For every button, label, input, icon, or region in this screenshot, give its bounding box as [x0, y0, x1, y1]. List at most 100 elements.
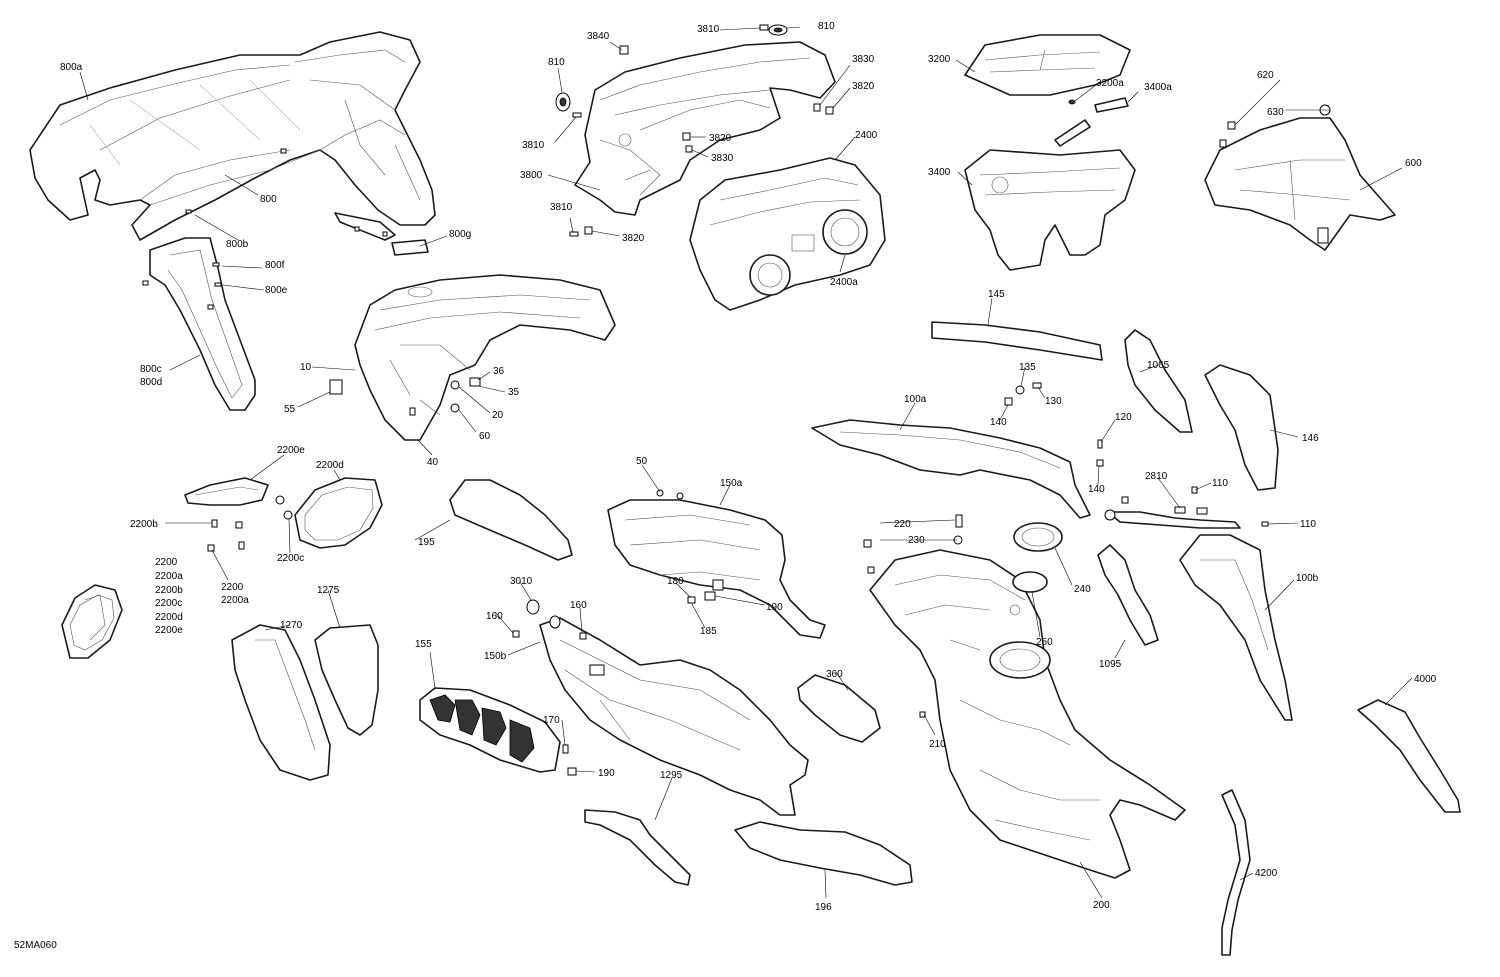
label-800b: 800b — [226, 239, 249, 250]
label-160-b: 160 — [570, 600, 587, 611]
label-210: 210 — [929, 739, 946, 750]
part-1095-strip — [1097, 544, 1159, 646]
part-3400a-strip — [1094, 97, 1129, 113]
label-35: 35 — [508, 387, 520, 398]
label-2200-list-5: 2200d — [155, 612, 183, 623]
part-100a-side-panel — [811, 419, 1091, 519]
part-145-strip — [931, 321, 1103, 361]
part-2400-headlamp — [689, 157, 886, 311]
label-3830-mid: 3830 — [711, 153, 734, 164]
label-155: 155 — [415, 639, 432, 650]
label-3200: 3200 — [928, 54, 951, 65]
part-810-grommets — [555, 24, 788, 112]
part-1295-strip — [584, 809, 691, 886]
label-3810-mid: 3810 — [522, 140, 545, 151]
label-810-top: 810 — [818, 21, 835, 32]
label-3820-mid: 3820 — [709, 133, 732, 144]
label-2200b: 2200b — [130, 519, 158, 530]
part-600-rear-panel — [1204, 117, 1396, 251]
part-360-trim — [797, 674, 881, 743]
hardware-10 — [329, 377, 481, 416]
label-800d: 800d — [140, 377, 162, 388]
label-2200-pair: 2200 — [221, 582, 244, 593]
label-3010: 3010 — [510, 576, 533, 587]
part-3400a-strip-b — [1054, 119, 1091, 147]
label-200: 200 — [1093, 900, 1110, 911]
diagram-code: 52MA060 — [14, 940, 57, 951]
label-3820-top: 3820 — [852, 81, 875, 92]
part-3400-glovebox — [964, 149, 1136, 271]
label-360: 360 — [826, 669, 843, 680]
part-3800-bracket — [574, 41, 836, 216]
part-2200-mirror-bracket — [184, 477, 269, 552]
part-4200-strip — [1221, 789, 1251, 956]
hardware-150b — [512, 599, 587, 776]
label-2200-list-2: 2200a — [155, 571, 183, 582]
label-36: 36 — [493, 366, 505, 377]
part-196-trim — [734, 821, 913, 886]
label-55: 55 — [284, 404, 296, 415]
callout-labels: 800a 800 800b 800f 800e 800g 800c 800d 3… — [14, 21, 1437, 951]
part-2810-bracket — [1104, 486, 1269, 529]
label-60: 60 — [479, 431, 491, 442]
label-1065: 1065 — [1147, 360, 1170, 371]
part-4000-rail — [1357, 699, 1461, 813]
leader-lines — [79, 26, 1413, 899]
label-4000: 4000 — [1414, 674, 1437, 685]
label-185: 185 — [700, 626, 717, 637]
label-1275: 1275 — [317, 585, 340, 596]
label-2200d: 2200d — [316, 460, 344, 471]
part-10-nose — [354, 274, 616, 441]
label-195: 195 — [418, 537, 435, 548]
part-2200-mirror-assembly — [61, 584, 123, 659]
label-146: 146 — [1302, 433, 1319, 444]
label-2200-list-6: 2200e — [155, 625, 183, 636]
label-800: 800 — [260, 194, 277, 205]
label-3820-low: 3820 — [622, 233, 645, 244]
label-600: 600 — [1405, 158, 1422, 169]
part-155-grille — [419, 687, 561, 773]
hardware-135-140 — [1004, 382, 1042, 406]
part-200-main-body — [869, 549, 1186, 879]
label-1270: 1270 — [280, 620, 303, 631]
label-2200c: 2200c — [277, 553, 304, 564]
part-800-front-fairing — [29, 31, 436, 241]
part-250-oring — [1012, 571, 1048, 593]
label-3200a: 3200a — [1096, 78, 1124, 89]
label-630: 630 — [1267, 107, 1284, 118]
label-135: 135 — [1019, 362, 1036, 373]
label-800f: 800f — [265, 260, 285, 271]
hardware-800 — [142, 148, 388, 310]
part-3200-cover — [964, 34, 1131, 105]
hardware-3800 — [569, 24, 834, 237]
label-110-a: 110 — [1212, 478, 1228, 489]
label-3840: 3840 — [587, 31, 610, 42]
label-10: 10 — [300, 362, 312, 373]
hardware-120-140 — [1096, 439, 1104, 467]
label-160-a: 160 — [486, 611, 503, 622]
label-120: 120 — [1115, 412, 1132, 423]
part-1270-panel — [231, 624, 331, 781]
label-140-a: 140 — [990, 417, 1007, 428]
label-140-b: 140 — [1088, 484, 1105, 495]
label-170: 170 — [543, 715, 560, 726]
part-800g — [391, 239, 429, 256]
label-2200a-pair: 2200a — [221, 595, 249, 606]
label-100b: 100b — [1296, 573, 1319, 584]
label-2200-list-4: 2200c — [155, 598, 182, 609]
label-4200: 4200 — [1255, 868, 1278, 879]
label-620: 620 — [1257, 70, 1274, 81]
label-190-b: 190 — [598, 768, 615, 779]
part-146-side-trim — [1204, 364, 1279, 491]
label-800g: 800g — [449, 229, 471, 240]
label-220: 220 — [894, 519, 911, 530]
part-100b-side-panel — [1179, 534, 1293, 721]
label-2200e: 2200e — [277, 445, 305, 456]
label-196: 196 — [815, 902, 832, 913]
part-1275-panel — [314, 624, 379, 736]
label-20: 20 — [492, 410, 504, 421]
part-1065-deflector — [1124, 329, 1193, 433]
part-800c-side-vent — [149, 237, 256, 411]
label-3810-top: 3810 — [697, 24, 720, 35]
